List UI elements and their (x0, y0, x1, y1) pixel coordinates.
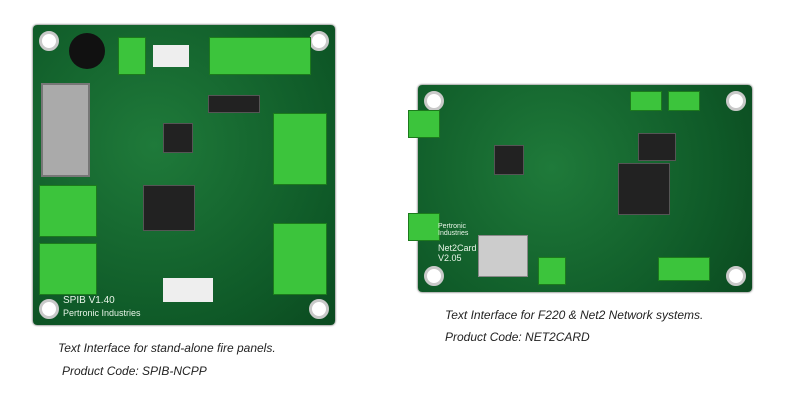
board-label: Net2Card V2.05 (438, 243, 477, 263)
board-maker: Pertronic Industries (438, 223, 469, 237)
board-maker: Pertronic Industries (63, 308, 141, 318)
net2card-board-photo: Net2Card V2.05 Pertronic Industries (408, 85, 752, 292)
net2card-caption: Text Interface for F220 & Net2 Network s… (445, 308, 704, 322)
board-label: SPIB V1.40 (63, 295, 115, 306)
spib-product-code: Product Code: SPIB-NCPP (62, 364, 207, 378)
spib-board-photo: SPIB V1.40 Pertronic Industries (33, 25, 335, 325)
spib-caption: Text Interface for stand-alone fire pane… (58, 341, 276, 355)
net2card-product-code: Product Code: NET2CARD (445, 330, 590, 344)
